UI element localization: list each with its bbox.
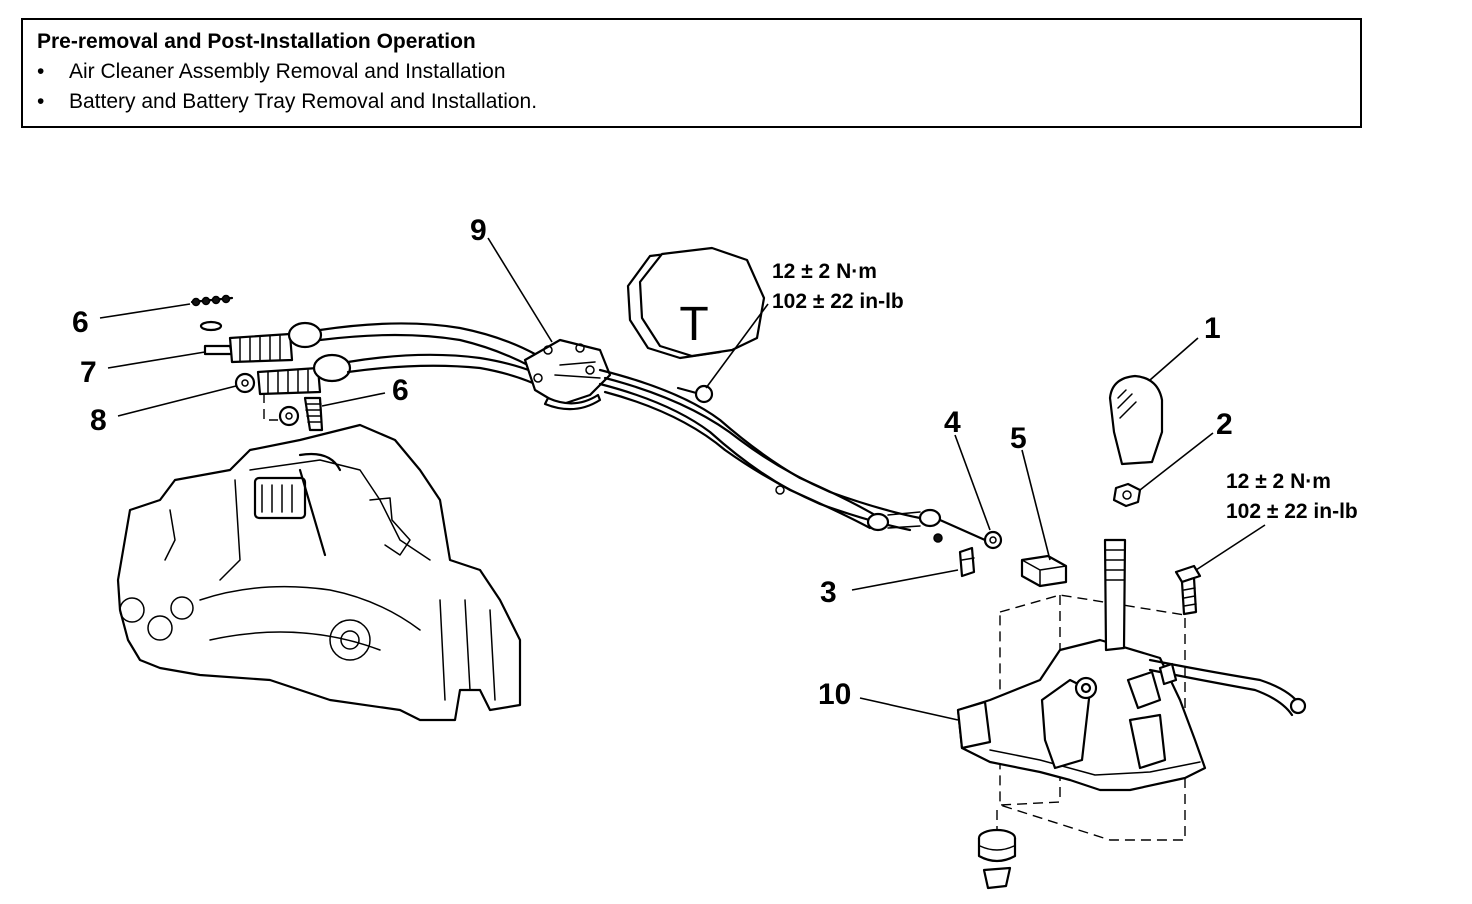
- leader-8: [117, 385, 237, 417]
- leader-10: [859, 697, 959, 721]
- cable-retainer: [1020, 554, 1068, 588]
- shift-cables: [598, 368, 987, 543]
- note-item-battery: • Battery and Battery Tray Removal and In…: [37, 90, 537, 114]
- washer: [983, 530, 1003, 550]
- shifter-bushing: [977, 810, 1017, 890]
- cable-end-lower: [234, 353, 562, 432]
- cable-end-upper: [190, 294, 562, 380]
- leader-1: [1149, 337, 1199, 381]
- knob-nut: [1112, 482, 1142, 508]
- note-title: Pre-removal and Post-Installation Operat…: [37, 30, 476, 53]
- callout-1: 1: [1204, 312, 1221, 345]
- shift-knob: [1108, 374, 1164, 466]
- cable-bracket: [523, 338, 612, 411]
- leader-6-lower: [321, 392, 386, 407]
- leader-4: [954, 434, 991, 531]
- tool-symbol-text: T: [679, 298, 708, 351]
- leader-3: [851, 569, 959, 591]
- torque-right-metric: 12 ± 2 N·m: [1226, 470, 1331, 493]
- callout-10: 10: [818, 678, 851, 711]
- leader-6-upper: [99, 303, 191, 319]
- shifter-mounting-bolt: [1174, 564, 1202, 616]
- bracket-bolt: [676, 384, 714, 404]
- leader-5: [1021, 449, 1051, 561]
- bullet-icon: •: [37, 90, 45, 113]
- leader-2: [1139, 432, 1214, 491]
- callout-8: 8: [90, 404, 107, 437]
- leader-7: [107, 351, 206, 369]
- torque-upper-metric: 12 ± 2 N·m: [772, 260, 877, 283]
- pre-removal-note-box: Pre-removal and Post-Installation Operat…: [21, 18, 1362, 128]
- callout-7: 7: [80, 356, 97, 389]
- leader-9: [487, 237, 553, 343]
- special-tool-marker: T: [626, 246, 766, 360]
- torque-right-imperial: 102 ± 22 in-lb: [1226, 500, 1358, 523]
- callout-4: 4: [944, 406, 961, 439]
- note-item-label: Battery and Battery Tray Removal and Ins…: [69, 90, 538, 113]
- callout-3: 3: [820, 576, 837, 609]
- callout-6-upper: 6: [72, 306, 89, 339]
- callout-9: 9: [470, 214, 487, 247]
- torque-upper-imperial: 102 ± 22 in-lb: [772, 290, 904, 313]
- clip: [958, 546, 976, 578]
- leader-bolt-torque-right: [1195, 524, 1266, 571]
- transaxle-housing: [116, 423, 522, 722]
- callout-2: 2: [1216, 408, 1233, 441]
- note-item-air-cleaner: • Air Cleaner Assembly Removal and Instal…: [37, 60, 506, 84]
- callout-6-lower: 6: [392, 374, 409, 407]
- note-item-label: Air Cleaner Assembly Removal and Install…: [69, 60, 506, 83]
- bullet-icon: •: [37, 60, 45, 83]
- leader-bolt-torque: [705, 303, 769, 389]
- callout-5: 5: [1010, 422, 1027, 455]
- shift-lever-assembly: [956, 538, 1307, 841]
